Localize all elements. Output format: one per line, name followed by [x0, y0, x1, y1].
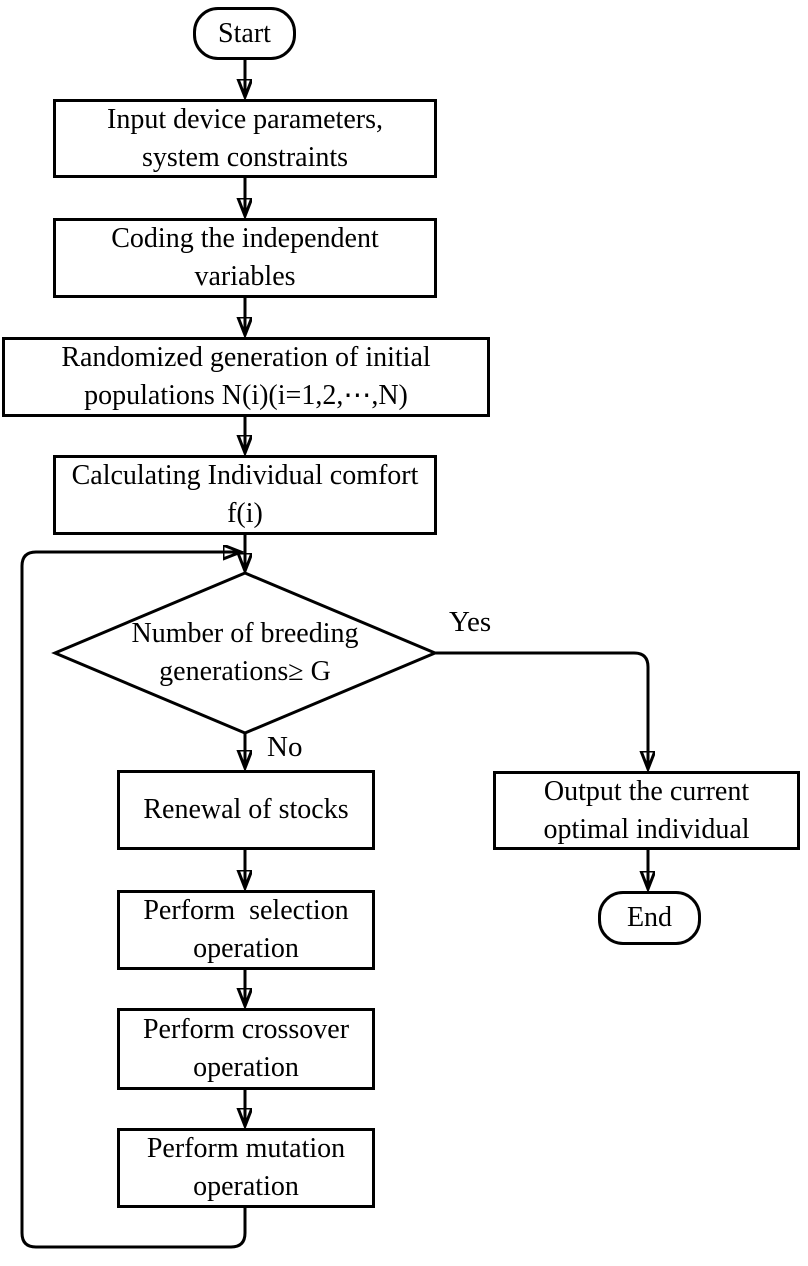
feedback-loop-mutation-to-junction — [20, 552, 247, 1249]
node-label-line: operation — [193, 933, 299, 964]
node-label-line: End — [626, 902, 673, 933]
node-label-line: Renewal of stocks — [143, 794, 349, 825]
process-input-parameters: Input device parameters, system constrai… — [53, 99, 437, 178]
node-label-line: Input device parameters, — [107, 103, 383, 135]
arrow-yes-decision-to-output — [435, 651, 648, 768]
node-label-line: Coding the independent — [111, 223, 379, 254]
node-label-line: Number of breeding — [131, 618, 359, 649]
process-output-optimal: Output the current optimal individual — [493, 771, 800, 850]
decision-diamond — [51, 571, 439, 735]
node-label-line: Randomized generation of initial — [61, 342, 431, 373]
process-mutation-operation: Perform mutation operation — [117, 1128, 375, 1208]
process-random-generation: Randomized generation of initial populat… — [2, 337, 490, 417]
node-label-line: Perform selection — [143, 895, 349, 926]
start-terminator: Start — [193, 7, 296, 60]
node-label-line: f(i) — [227, 498, 263, 529]
process-coding-variables: Coding the independent variables — [53, 218, 437, 298]
process-crossover-operation: Perform crossover operation — [117, 1008, 375, 1090]
process-selection-operation: Perform selection operation — [117, 890, 375, 970]
process-calculate-comfort: Calculating Individual comfort f(i) — [53, 455, 437, 535]
node-label-line: operation — [193, 1052, 299, 1083]
edge-label-no: No — [267, 731, 303, 763]
node-label-line: Output the current — [543, 775, 750, 807]
node-label-line: system constraints — [141, 141, 349, 173]
node-label-line: Calculating Individual comfort — [71, 460, 419, 491]
node-label-line: operation — [193, 1171, 299, 1202]
node-label-line: Perform crossover — [142, 1014, 350, 1045]
node-label-line: Perform mutation — [146, 1133, 346, 1164]
end-terminator: End — [598, 891, 701, 945]
decision-label: Number of breeding generations≥ G — [95, 614, 395, 692]
node-label-line: optimal individual — [543, 813, 750, 845]
node-label-line: populations N(i)(i=1,2,⋯,N) — [84, 380, 408, 411]
node-label-line: generations≥ G — [159, 656, 331, 687]
process-renewal-of-stocks: Renewal of stocks — [117, 770, 375, 850]
node-label-line: variables — [194, 261, 296, 292]
node-label-line: Start — [218, 17, 271, 49]
edge-label-yes: Yes — [449, 606, 492, 638]
